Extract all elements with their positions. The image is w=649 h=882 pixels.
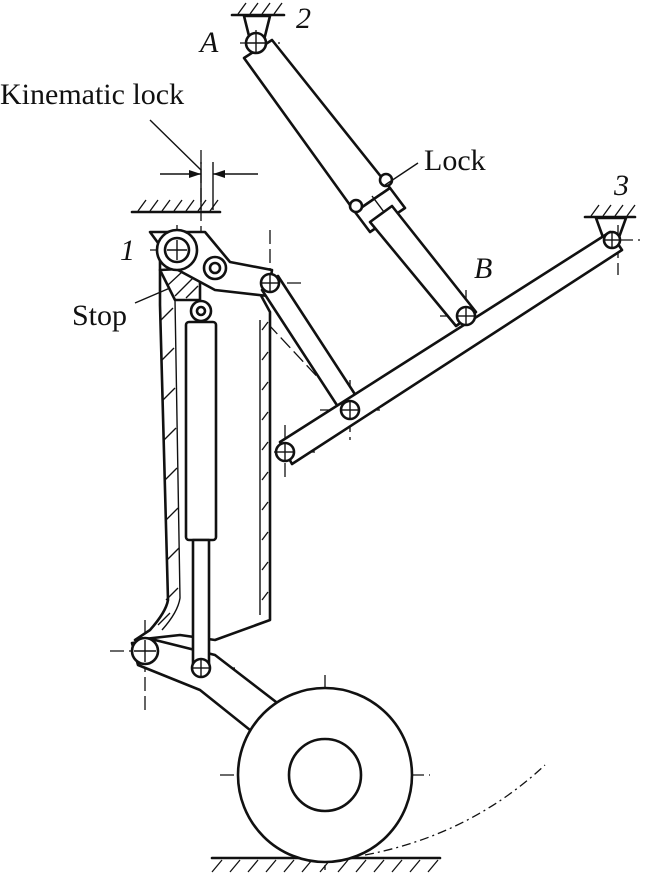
side-link	[260, 274, 362, 418]
point-a-label: A	[198, 26, 219, 59]
hinge-pins	[130, 31, 622, 679]
point-b-label: B	[474, 252, 492, 285]
lock-label: Lock	[424, 144, 486, 177]
pin-b	[455, 305, 477, 327]
pin-upper-link	[202, 255, 228, 281]
stop-leader	[134, 287, 171, 304]
diagonal-brace	[278, 230, 624, 466]
shock-absorber	[184, 299, 218, 667]
pin-3	[602, 230, 622, 250]
support-3-label: 3	[613, 169, 629, 202]
pin-a	[244, 31, 268, 55]
pin-link-top	[259, 272, 281, 294]
support-1-label: 1	[120, 234, 135, 267]
kinematic-lock-label: Kinematic lock	[0, 78, 184, 111]
pin-shock-bottom	[190, 657, 212, 679]
lock-leader	[384, 162, 419, 186]
pin-arm-strut	[130, 636, 160, 666]
wheel	[236, 686, 414, 864]
stop-label: Stop	[72, 299, 127, 332]
pin-1	[155, 228, 199, 272]
retraction-actuator	[242, 38, 478, 328]
kinematic-lock-dimension	[149, 119, 258, 210]
pin-link-bottom	[339, 399, 361, 421]
pin-brace-strut	[274, 441, 296, 463]
support-1	[130, 199, 222, 214]
retraction-trajectory	[364, 764, 546, 856]
support-2-label: 2	[296, 2, 311, 35]
